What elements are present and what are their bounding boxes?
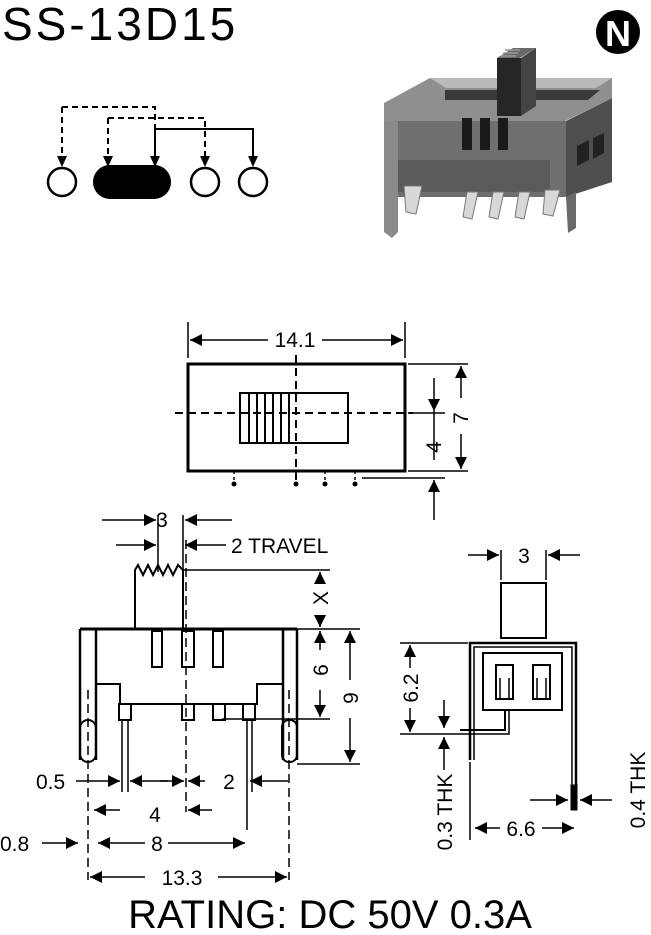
dim-outer-pitch: 4	[149, 804, 161, 827]
dim-leg-pitch: 8	[151, 833, 163, 856]
dim-pin-thickness: 0.3 THK	[434, 774, 457, 851]
rating-label: RATING: DC 50V 0.3A	[128, 893, 532, 935]
dim-end-height: 6.2	[400, 673, 423, 702]
end-view	[400, 549, 612, 840]
top-view	[175, 322, 468, 520]
part-title: SS-13D15	[2, 0, 238, 50]
dim-pin-width: 0.5	[36, 771, 65, 794]
dim-top-width: 14.1	[275, 329, 316, 352]
dim-overall: 13.3	[162, 867, 203, 890]
svg-text:N: N	[605, 13, 631, 54]
dim-top-height: 7	[450, 412, 473, 424]
dim-total-height: 9	[340, 692, 363, 704]
dim-travel: 2 TRAVEL	[231, 535, 328, 558]
dim-leg-width: 0.8	[0, 833, 29, 856]
dim-leg-span: 6.6	[506, 818, 535, 841]
dim-actuator-width: 3	[156, 509, 168, 532]
switch-schematic	[46, 106, 269, 199]
dim-end-actuator-width: 3	[518, 545, 530, 568]
brand-logo: N	[596, 10, 640, 54]
side-view	[42, 514, 360, 883]
dim-top-offset: 4	[423, 441, 446, 453]
dim-pin-pitch: 2	[223, 771, 235, 794]
dim-leg-thickness: 0.4 THK	[627, 752, 650, 829]
dim-body-to-pin: 6	[310, 664, 333, 676]
product-illustration	[384, 48, 612, 238]
dim-x: X	[310, 591, 333, 605]
